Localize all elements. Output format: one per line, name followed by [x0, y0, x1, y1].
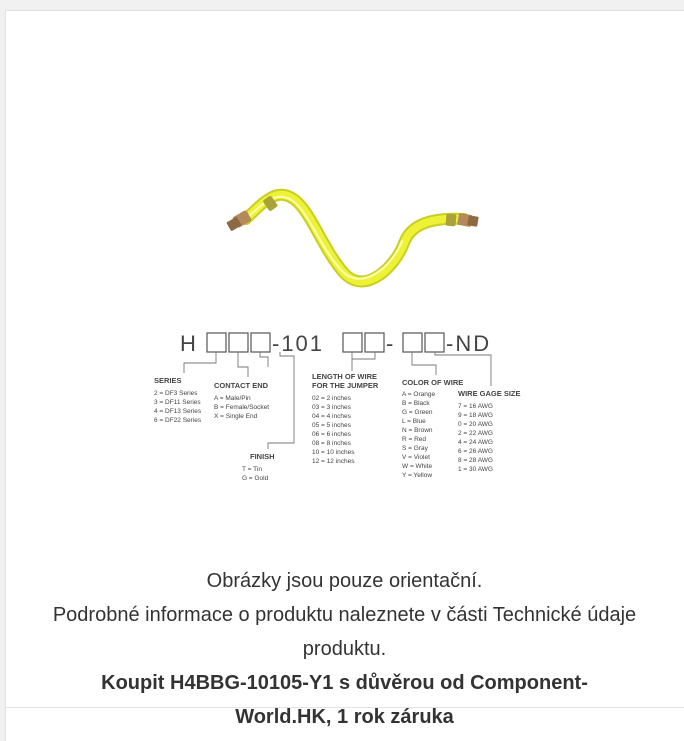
legend-finish-item: G = Gold: [242, 475, 269, 482]
product-card: H -101 - -ND SERIES 2 = DF3 Series 3 = D…: [5, 10, 684, 741]
legend-length-item: 05 = 5 inches: [312, 422, 352, 429]
caption-disclaimer: Obrázky jsou pouze orientační.: [206, 570, 483, 592]
legend-color-item: N = Brown: [402, 427, 433, 434]
legend-contact-title: CONTACT END: [214, 381, 269, 390]
legend-finish-item: T = Tin: [242, 466, 262, 473]
legend-contact-item: X = Single End: [214, 413, 258, 420]
legend-gage-item: 1 = 30 AWG: [458, 466, 493, 473]
legend-length: LENGTH OF WIRE FOR THE JUMPER 02 = 2 inc…: [312, 372, 379, 465]
image-caption: Obrázky jsou pouze orientační. Podrobné …: [5, 564, 684, 734]
legend-contact-item: B = Female/Socket: [214, 404, 269, 411]
legend-color-item: Y = Yellow: [402, 472, 432, 479]
legend-color-item: L = Blue: [402, 418, 426, 425]
caption-buy-note: Koupit H4BBG-10105-Y1 s důvěrou od Compo…: [101, 672, 588, 728]
legend-gage-item: 8 = 28 AWG: [458, 457, 493, 464]
left-terminal: [226, 210, 252, 231]
legend-series-title: SERIES: [154, 376, 182, 385]
legend-length-item: 04 = 4 inches: [312, 413, 352, 420]
product-image[interactable]: H -101 - -ND SERIES 2 = DF3 Series 3 = D…: [6, 11, 684, 707]
legend-series: SERIES 2 = DF3 Series 3 = DF11 Series 4 …: [154, 376, 202, 424]
legend-color: COLOR OF WIRE A = Orange B = Black G = G…: [402, 378, 463, 479]
legend-gage: WIRE GAGE SIZE 7 = 16 AWG 9 = 18 AWG 0 =…: [458, 389, 521, 473]
code-suffix: -ND: [446, 331, 491, 356]
legend-color-item: V = Violet: [402, 454, 430, 461]
legend-contact-item: A = Male/Pin: [214, 395, 251, 402]
legend-gage-item: 4 = 24 AWG: [458, 439, 493, 446]
code-prefix: H: [180, 331, 196, 356]
legend-contact-end: CONTACT END A = Male/Pin B = Female/Sock…: [214, 381, 269, 420]
legend-length-item: 03 = 3 inches: [312, 404, 352, 411]
legend-color-item: W = White: [402, 463, 433, 470]
legend-gage-item: 7 = 16 AWG: [458, 403, 493, 410]
legend-series-item: 2 = DF3 Series: [154, 390, 198, 397]
legend-leader-lines: [183, 352, 492, 449]
legend-finish: FINISH T = Tin G = Gold: [242, 452, 275, 482]
legend-gage-title: WIRE GAGE SIZE: [458, 389, 521, 398]
legend-finish-title: FINISH: [250, 452, 275, 461]
part-number-code: [206, 332, 445, 353]
legend-length-item: 02 = 2 inches: [312, 395, 352, 402]
legend-gage-item: 2 = 22 AWG: [458, 430, 493, 437]
legend-color-item: A = Orange: [402, 391, 435, 398]
legend-color-item: R = Red: [402, 436, 426, 443]
legend-length-item: 10 = 10 inches: [312, 449, 355, 456]
legend-color-item: B = Black: [402, 400, 430, 407]
caption-details-note: Podrobné informace o produktu naleznete …: [52, 604, 637, 660]
legend-color-title: COLOR OF WIRE: [402, 378, 463, 387]
legend-length-item: 12 = 12 inches: [312, 458, 355, 465]
code-dash: -: [386, 331, 393, 356]
caption-divider: [6, 707, 684, 708]
legend-length-title: LENGTH OF WIRE: [312, 372, 377, 381]
legend-color-item: G = Green: [402, 409, 433, 416]
legend-color-item: S = Gray: [402, 445, 429, 452]
legend-gage-item: 6 = 26 AWG: [458, 448, 493, 455]
legend-gage-item: 0 = 20 AWG: [458, 421, 493, 428]
legend-series-item: 3 = DF11 Series: [154, 399, 201, 406]
code-middle: -101: [272, 331, 324, 356]
jumper-wire-illustration: [226, 188, 479, 288]
legend-series-item: 4 = DF13 Series: [154, 408, 202, 415]
product-diagram: H -101 - -ND SERIES 2 = DF3 Series 3 = D…: [154, 188, 521, 482]
legend-length-item: 06 = 6 inches: [312, 431, 352, 438]
legend-series-item: 6 = DF22 Series: [154, 417, 202, 424]
right-terminal: [457, 213, 479, 227]
legend-length-title: FOR THE JUMPER: [312, 381, 379, 390]
legend-gage-item: 9 = 18 AWG: [458, 412, 493, 419]
legend-length-item: 08 = 8 inches: [312, 440, 352, 447]
